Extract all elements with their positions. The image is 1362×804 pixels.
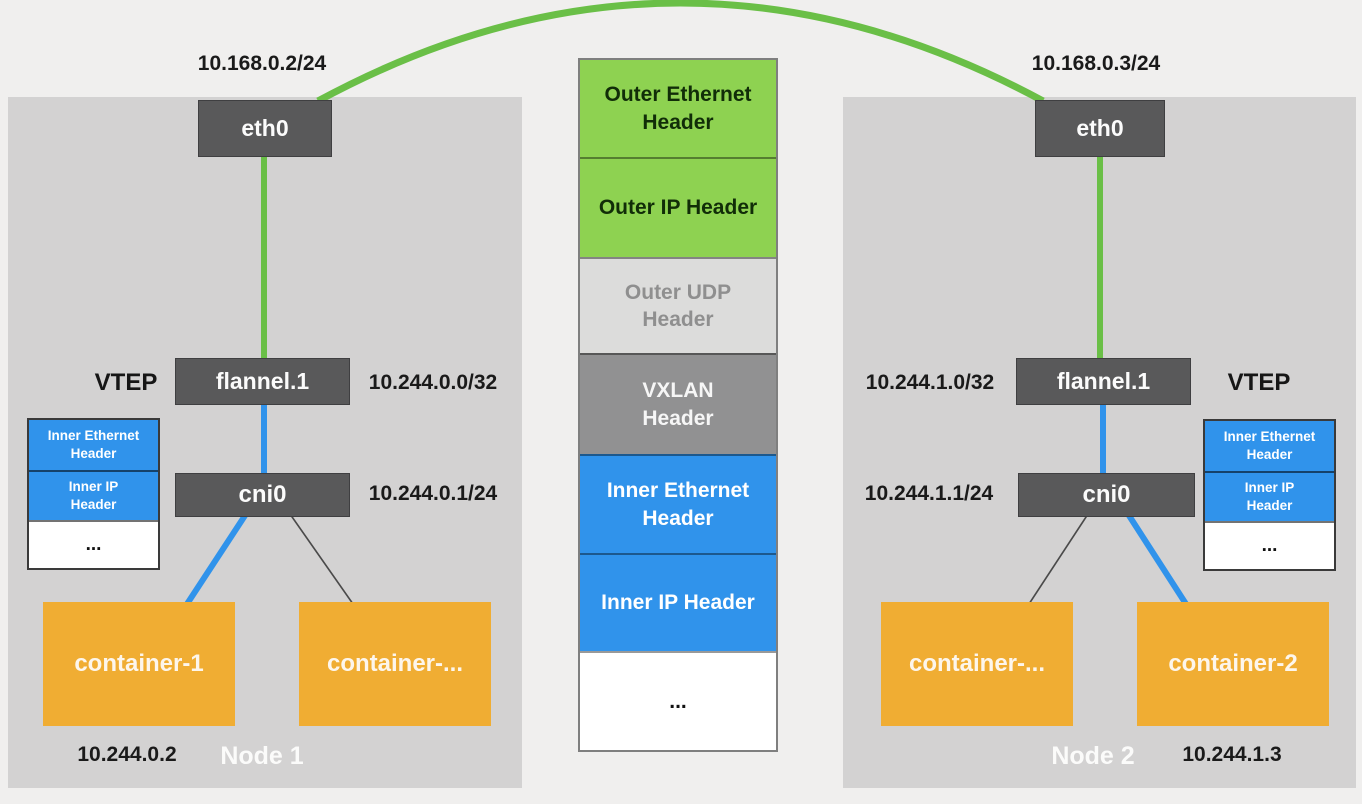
node2-container-other: container-... — [881, 602, 1073, 726]
node1-inner-ethernet-header: Inner Ethernet Header — [29, 420, 158, 470]
node1-cni-interface: cni0 — [175, 473, 350, 517]
node2-inner-ip-header: Inner IP Header — [1205, 471, 1334, 521]
node1-inner-payload-ellipsis: ... — [29, 520, 158, 568]
node1-label: Node 1 — [220, 742, 304, 770]
inner-ip-header: Inner IP Header — [580, 553, 776, 651]
node1-inner-ip-header: Inner IP Header — [29, 470, 158, 520]
node2-container-2: container-2 — [1137, 602, 1329, 726]
payload-ellipsis: ... — [580, 651, 776, 750]
vxlan-packet-structure: Outer Ethernet Header Outer IP Header Ou… — [578, 58, 778, 752]
node1-container1-ip: 10.244.0.2 — [77, 743, 177, 766]
node2-eth0-interface: eth0 — [1035, 100, 1165, 157]
node1-eth0-ip: 10.168.0.2/24 — [197, 52, 327, 75]
vxlan-header: VXLAN Header — [580, 353, 776, 454]
node2-inner-payload-ellipsis: ... — [1205, 521, 1334, 569]
node2-flannel-interface: flannel.1 — [1016, 358, 1191, 405]
node2-vtep-label: VTEP — [1227, 369, 1291, 396]
inner-ethernet-header: Inner Ethernet Header — [580, 454, 776, 553]
outer-udp-header: Outer UDP Header — [580, 257, 776, 353]
node1-container-1: container-1 — [43, 602, 235, 726]
node2-container2-ip: 10.244.1.3 — [1182, 743, 1282, 766]
node1-flannel-ip: 10.244.0.0/32 — [368, 371, 498, 394]
node1-vtep-label: VTEP — [94, 369, 158, 396]
outer-ethernet-header: Outer Ethernet Header — [580, 60, 776, 157]
node1-cni-ip: 10.244.0.1/24 — [368, 482, 498, 505]
node2-inner-packet-stack: Inner Ethernet Header Inner IP Header ..… — [1203, 419, 1336, 571]
node1-eth0-interface: eth0 — [198, 100, 332, 157]
node2-cni-interface: cni0 — [1018, 473, 1195, 517]
node1-inner-packet-stack: Inner Ethernet Header Inner IP Header ..… — [27, 418, 160, 570]
node2-flannel-ip: 10.244.1.0/32 — [865, 371, 995, 394]
node2-inner-ethernet-header: Inner Ethernet Header — [1205, 421, 1334, 471]
node2-label: Node 2 — [1051, 742, 1135, 770]
node1-flannel-interface: flannel.1 — [175, 358, 350, 405]
outer-ip-header: Outer IP Header — [580, 157, 776, 257]
node2-eth0-ip: 10.168.0.3/24 — [1031, 52, 1161, 75]
node2-cni-ip: 10.244.1.1/24 — [864, 482, 994, 505]
node1-container-other: container-... — [299, 602, 491, 726]
